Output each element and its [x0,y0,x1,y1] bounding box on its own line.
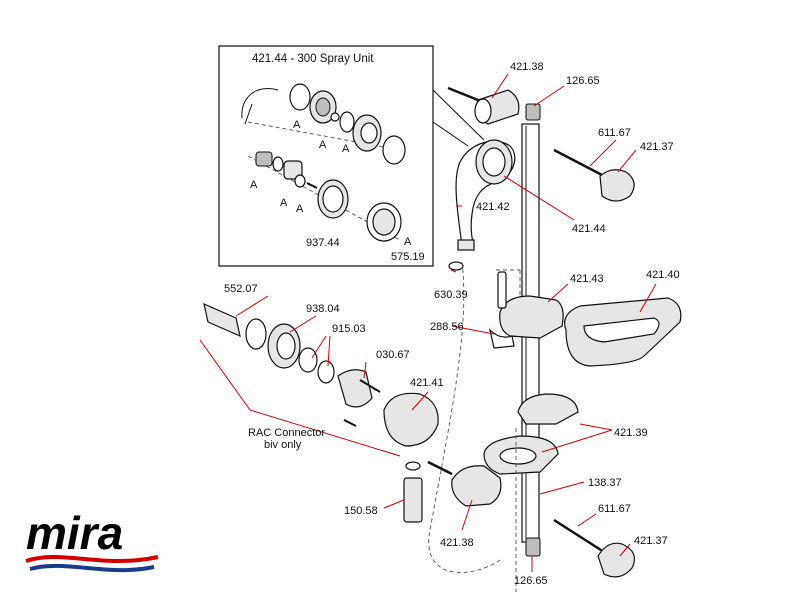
leader-lines [235,73,657,572]
top-wall-bracket [474,89,520,125]
elbow-938-04 [267,323,301,369]
end-cap-bottom [597,542,635,578]
label-421-42: 421.42 [476,201,510,213]
seal-915-03 [298,347,335,384]
handset-421-42 [455,139,516,251]
hose-path [428,261,501,573]
label-421-41: 421.41 [410,377,444,389]
inset-large-ring [382,135,406,165]
a-marker-1: A [293,119,301,131]
a-marker-2: A [319,139,327,151]
mira-logo-text: mira [26,507,123,559]
inset-o-ring-2 [339,111,355,133]
label-421-39: 421.39 [614,427,648,439]
hose-nut-552-07 [203,302,241,338]
inset-o-ring-1 [289,83,311,111]
inset-cartridge [283,160,303,180]
washer-938-04-ring [245,318,267,350]
label-421-44: 421.44 [572,223,606,235]
inset-washer-a [272,156,284,172]
a-marker-4: A [250,179,258,191]
label-126-65-top: 126.65 [566,75,600,87]
logo-wave-blue [29,563,155,573]
rail-screw-top [553,148,605,178]
slider-421-43 [488,295,564,349]
label-552-07: 552.07 [224,283,258,295]
label-138-37: 138.37 [588,477,622,489]
top-clip [525,103,541,121]
hose-washer-630-39 [448,261,464,271]
bottom-wall-bracket [451,465,502,507]
label-938-04: 938.04 [306,303,340,315]
label-611-67-top: 611.67 [598,127,631,139]
label-630-39: 630.39 [434,289,468,301]
a-marker-6: A [296,203,304,215]
inset-spray-plate [309,90,337,124]
cover-421-41 [383,392,439,447]
label-421-43: 421.43 [570,273,604,285]
logo-wave-red [25,555,159,563]
inset-title: 421.44 - 300 Spray Unit [252,53,374,65]
label-biv-only: biv only [264,439,302,451]
label-575-19: 575.19 [391,251,425,263]
mira-logo: mira [25,507,159,573]
label-150-58: 150.58 [344,505,378,517]
slider-screw [497,271,507,309]
label-126-65-bottom: 126.65 [514,575,548,587]
a-marker-3: A [342,143,350,155]
inset-small-seal [330,112,340,122]
inset-pin [306,182,318,189]
spray-head-shell [241,88,279,119]
label-421-38-top: 421.38 [510,61,544,73]
top-screw [447,86,479,102]
label-421-40: 421.40 [646,269,680,281]
label-421-38-bottom: 421.38 [440,537,474,549]
label-937-44: 937.44 [306,237,340,249]
screw-030-67 [359,379,381,393]
inset-callout-line-2 [432,121,469,147]
elbow-body [337,369,373,408]
rail-screw-bottom [553,518,605,554]
rac-connector-leader [199,339,401,457]
inset-knurled-ring-575-19 [366,202,402,242]
spray-unit-inset: 421.44 - 300 Spray Unit [218,45,434,267]
label-421-37-top: 421.37 [640,141,674,153]
hanger-421-39 [483,393,579,475]
label-611-67-bottom: 611.67 [598,503,631,515]
soap-dish-421-40 [564,297,682,367]
bottom-clip [525,537,541,557]
inset-callout-line-1 [432,89,485,141]
label-421-37-bottom: 421.37 [634,535,668,547]
inset-washer-b [294,174,306,188]
inset-spray-disc-937-44 [317,179,349,219]
a-marker-5: A [280,197,288,209]
end-cap-top [599,169,635,202]
screw-small [343,419,357,427]
fitting-150-58 [403,461,423,523]
a-marker-7: A [404,236,412,248]
label-030-67: 030.67 [376,349,410,361]
inset-screw-insert [255,151,273,167]
label-915-03: 915.03 [332,323,366,335]
label-rac-connector: RAC Connector [248,427,325,439]
label-288-56: 288.56 [430,321,464,333]
inset-nozzle-body [352,114,382,152]
bottom-screw [427,460,453,476]
